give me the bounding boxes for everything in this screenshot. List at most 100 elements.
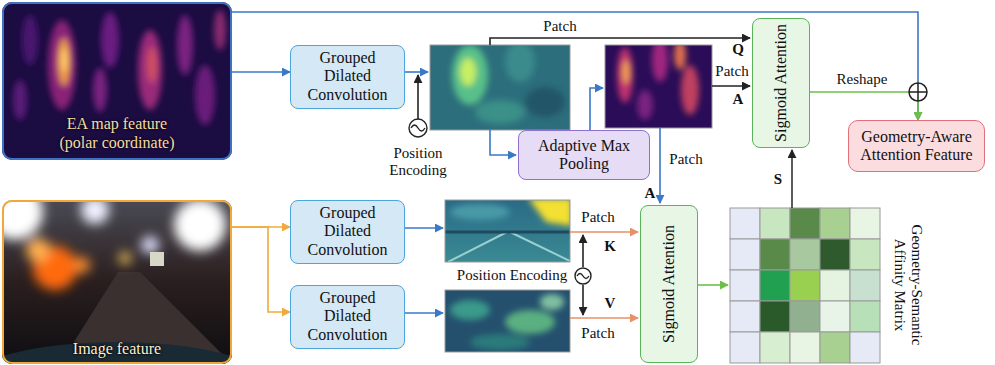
encoding-arrow bbox=[582, 235, 584, 267]
heat-blob bbox=[674, 45, 686, 70]
node-text: EA map feature (polar coordinate) bbox=[52, 115, 182, 152]
matrix-cell bbox=[850, 270, 880, 301]
feature-map bbox=[430, 45, 570, 130]
node-text: Grouped Dilated Convolution bbox=[304, 289, 392, 344]
heat-blob bbox=[138, 30, 162, 110]
input-image-panel: Image feature bbox=[2, 200, 232, 364]
flow-arrow bbox=[405, 71, 428, 73]
node-text: Grouped Dilated Convolution bbox=[304, 204, 392, 259]
value-blob bbox=[470, 334, 530, 350]
light-glow bbox=[74, 257, 90, 273]
matrix-cell bbox=[760, 208, 790, 239]
node-text: Adaptive Max Pooling bbox=[528, 137, 640, 174]
value-ground bbox=[445, 290, 570, 352]
key-frame bbox=[445, 200, 570, 262]
matrix-cell bbox=[790, 301, 820, 332]
heat-blob bbox=[637, 90, 653, 120]
attention-arrow bbox=[659, 128, 661, 203]
score-letter: S bbox=[774, 171, 782, 188]
affinity-matrix bbox=[730, 208, 880, 363]
key-letter: K bbox=[604, 238, 616, 255]
matrix-cell bbox=[820, 239, 850, 270]
process-box: Grouped Dilated Convolution bbox=[290, 200, 405, 264]
matrix-cell bbox=[850, 301, 880, 332]
feature-blob bbox=[452, 45, 488, 105]
matrix-cell bbox=[730, 239, 760, 270]
key-road bbox=[448, 232, 507, 262]
matrix-cell bbox=[760, 301, 790, 332]
sine-wave bbox=[411, 125, 425, 131]
patch-label: Patch bbox=[581, 209, 614, 226]
patch-label: Patch bbox=[669, 151, 702, 168]
heat-blob bbox=[177, 15, 193, 75]
heat-blob bbox=[147, 47, 157, 83]
key-arrow bbox=[570, 231, 638, 233]
heat-blob bbox=[652, 45, 668, 82]
matrix-cell bbox=[790, 239, 820, 270]
value-map bbox=[445, 290, 570, 352]
feature-ground bbox=[430, 45, 570, 130]
output-box: Geometry-Aware Attention Feature bbox=[848, 120, 985, 172]
attention-box: Sigmoid Attention bbox=[640, 205, 698, 363]
light-glow bbox=[2, 200, 43, 240]
flow-arrow bbox=[490, 130, 516, 155]
connector bbox=[810, 92, 918, 120]
matrix-cell bbox=[730, 301, 760, 332]
feature-blob bbox=[525, 87, 565, 117]
key-blob bbox=[450, 204, 510, 220]
flow-arrow bbox=[590, 88, 603, 130]
matrix-cell bbox=[850, 239, 880, 270]
pooling-box: Adaptive Max Pooling bbox=[518, 130, 650, 180]
encoding-arrow bbox=[582, 285, 584, 315]
attention-arrow bbox=[712, 85, 750, 87]
heat-blob bbox=[48, 20, 76, 110]
light-glow bbox=[119, 252, 131, 264]
matrix-cell bbox=[760, 270, 790, 301]
matrix-cell bbox=[820, 332, 850, 363]
node-text: Geometry-Aware Attention Feature bbox=[855, 128, 979, 165]
encoding-label: Position Encoding bbox=[382, 145, 454, 180]
matrix-cell bbox=[850, 208, 880, 239]
node-text: Image feature bbox=[42, 340, 192, 358]
affinity-arrow bbox=[698, 284, 728, 286]
matrix-label: Geometry-Semantic Affinity Matrix bbox=[891, 215, 926, 355]
matrix-cell bbox=[790, 332, 820, 363]
attention-letter: A bbox=[645, 185, 656, 202]
feature-frame bbox=[430, 45, 570, 130]
light-glow bbox=[141, 236, 159, 254]
matrix-cell bbox=[820, 208, 850, 239]
pooled-map bbox=[605, 45, 712, 128]
flow-arrow bbox=[405, 312, 443, 314]
light-glow bbox=[174, 200, 226, 251]
heat-blob bbox=[617, 47, 633, 103]
matrix-cell bbox=[760, 332, 790, 363]
matrix-cell bbox=[730, 270, 760, 301]
input-map-panel: EA map feature (polar coordinate) bbox=[2, 2, 232, 160]
flow-arrow bbox=[405, 227, 443, 229]
connector bbox=[232, 71, 290, 73]
connector bbox=[232, 227, 290, 312]
ea-map-picture bbox=[2, 2, 232, 160]
pooled-frame bbox=[605, 45, 712, 128]
patch-label: Patch bbox=[543, 18, 576, 35]
value-arrow bbox=[570, 317, 638, 319]
road-sign bbox=[150, 252, 164, 266]
attention-letter: A bbox=[733, 91, 744, 108]
encoding-symbol bbox=[409, 119, 427, 137]
feature-blob bbox=[505, 45, 535, 82]
heat-blob bbox=[13, 80, 27, 120]
key-road bbox=[510, 232, 570, 262]
light-glow bbox=[26, 238, 50, 262]
heat-blob bbox=[101, 12, 119, 68]
query-letter: Q bbox=[732, 41, 744, 58]
encoding-symbol bbox=[575, 268, 591, 284]
matrix-cell bbox=[730, 208, 760, 239]
heat-blob bbox=[61, 48, 67, 72]
value-blob bbox=[540, 294, 564, 310]
affinity-arrow bbox=[791, 150, 793, 208]
light-glow bbox=[81, 200, 109, 224]
add-cross bbox=[909, 83, 927, 101]
